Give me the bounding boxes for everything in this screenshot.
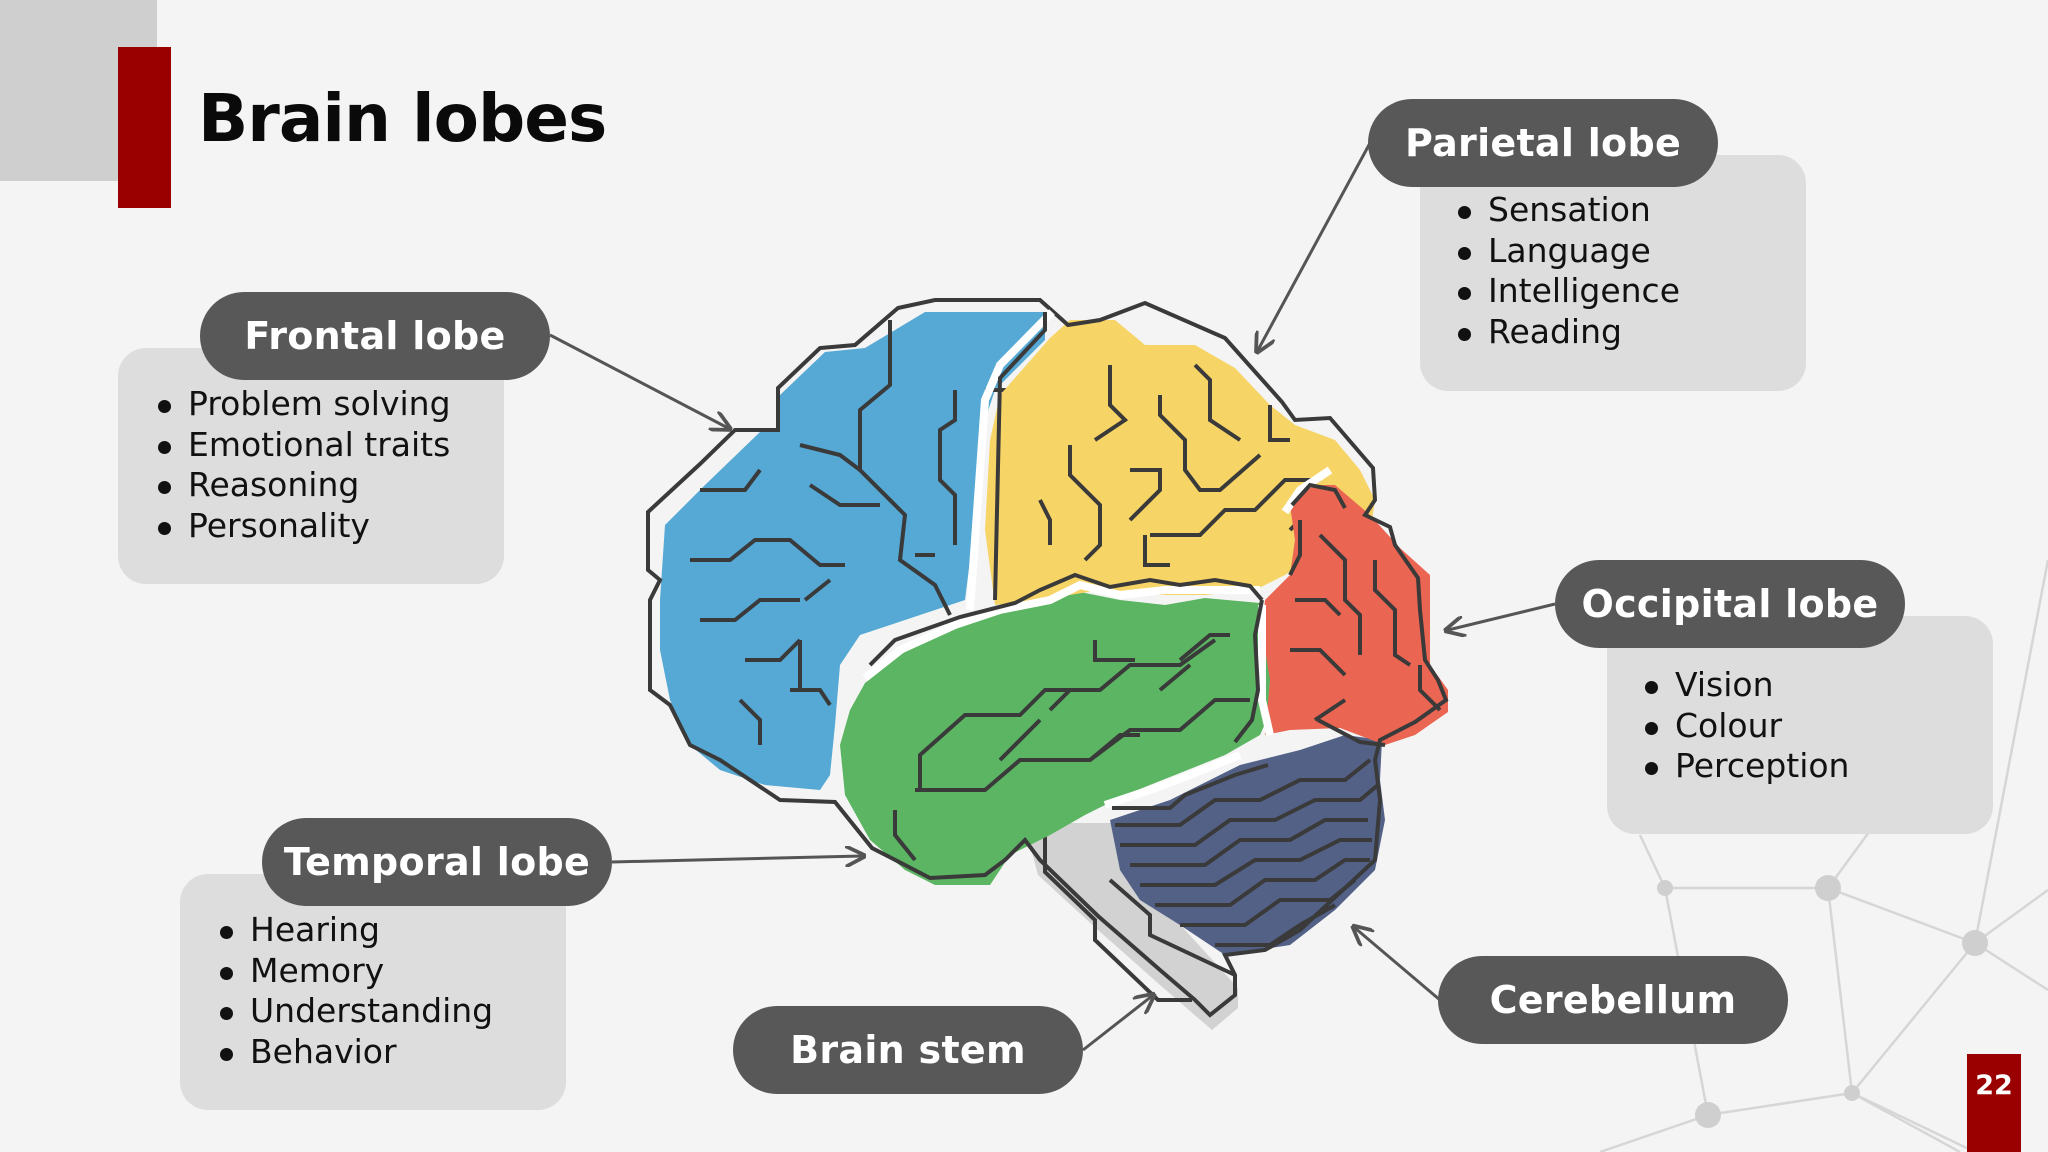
list-item: Memory <box>218 951 493 992</box>
temporal-lobe-region <box>840 590 1280 885</box>
list-item: Perception <box>1643 746 1849 787</box>
list-item: Language <box>1456 231 1680 272</box>
frontal-lobe-list: Problem solving Emotional traits Reasoni… <box>156 384 451 546</box>
list-item: Personality <box>156 506 451 547</box>
list-item: Problem solving <box>156 384 451 425</box>
occipital-lobe-label: Occipital lobe <box>1555 560 1905 648</box>
parietal-lobe-region <box>985 320 1375 605</box>
list-item: Colour <box>1643 706 1849 747</box>
list-item: Vision <box>1643 665 1849 706</box>
list-item: Sensation <box>1456 190 1680 231</box>
frontal-lobe-region <box>660 312 1045 790</box>
list-item: Emotional traits <box>156 425 451 466</box>
list-item: Reading <box>1456 312 1680 353</box>
parietal-arrow <box>1258 142 1372 350</box>
cerebellum-label: Cerebellum <box>1438 956 1788 1044</box>
frontal-arrow <box>549 333 728 428</box>
cerebellum-region <box>1110 735 1385 955</box>
title-accent-bar <box>118 47 171 208</box>
temporal-lobe-box: Hearing Memory Understanding Behavior <box>180 874 566 1110</box>
brain-outline <box>646 298 1449 1018</box>
parietal-lobe-list: Sensation Language Intelligence Reading <box>1456 190 1680 352</box>
occipital-lobe-box: Vision Colour Perception <box>1607 616 1993 834</box>
occipital-arrow <box>1448 602 1556 630</box>
list-item: Hearing <box>218 910 493 951</box>
list-item: Behavior <box>218 1032 493 1073</box>
frontal-lobe-box: Problem solving Emotional traits Reasoni… <box>118 348 504 584</box>
parietal-lobe-box: Sensation Language Intelligence Reading <box>1420 155 1806 391</box>
list-item: Understanding <box>218 991 493 1032</box>
cerebellum-arrow <box>1355 928 1441 1002</box>
temporal-lobe-list: Hearing Memory Understanding Behavior <box>218 910 493 1072</box>
parietal-lobe-label: Parietal lobe <box>1368 99 1718 187</box>
temporal-lobe-label: Temporal lobe <box>262 818 612 906</box>
list-item: Reasoning <box>156 465 451 506</box>
slide-title: Brain lobes <box>198 80 607 157</box>
temporal-arrow <box>611 856 862 862</box>
brain-stem-arrow <box>1082 996 1152 1052</box>
frontal-lobe-label: Frontal lobe <box>200 292 550 380</box>
brain-stem-label: Brain stem <box>733 1006 1083 1094</box>
occipital-lobe-list: Vision Colour Perception <box>1643 665 1849 787</box>
list-item: Intelligence <box>1456 271 1680 312</box>
page-number: 22 <box>1967 1054 2021 1152</box>
occipital-lobe-region <box>1262 485 1448 745</box>
